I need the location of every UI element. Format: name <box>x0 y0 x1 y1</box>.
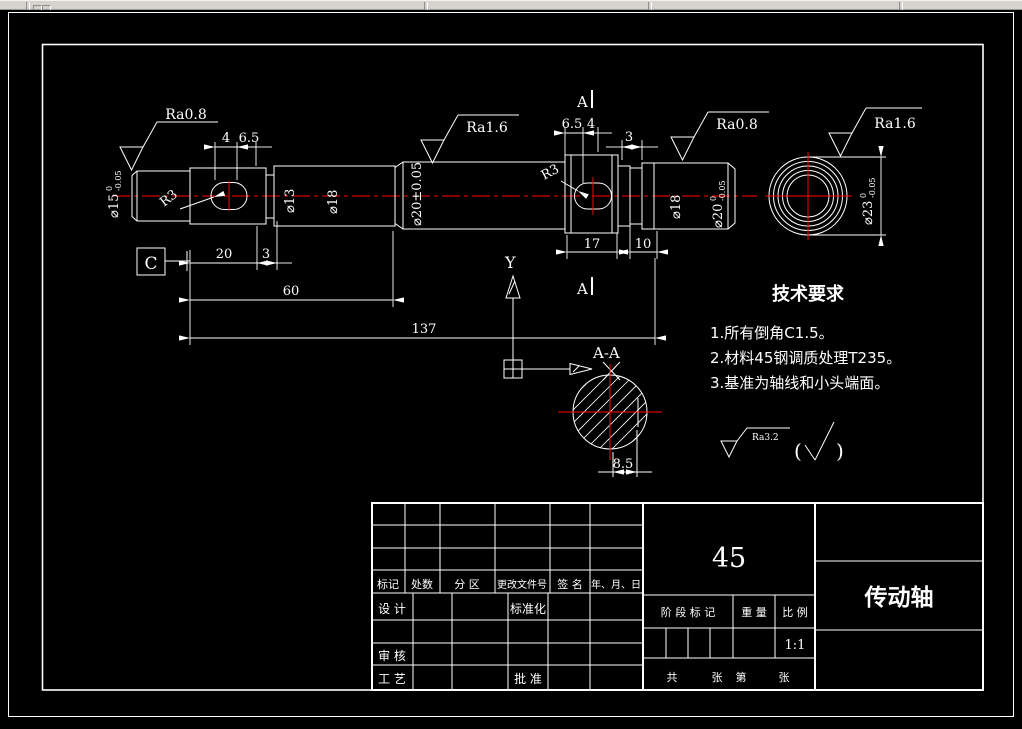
dim-3: 3 <box>262 247 270 262</box>
header-zone: 分 区 <box>454 578 480 591</box>
title-block: 标记 处数 分 区 更改文件号 签 名 年、月、日 设 计 标准化 审 核 工 … <box>371 502 984 691</box>
dim-3-neck: 3 <box>625 130 633 145</box>
roughness-symbol-right: Ra0.8 <box>670 111 769 162</box>
roughness-label: Ra0.8 <box>716 117 757 133</box>
shaft-front-view <box>112 154 757 234</box>
header-doc-no: 更改文件号 <box>497 578 547 591</box>
ucs-y-axis-label: Y <box>504 253 516 272</box>
role-standardize: 标准化 <box>510 602 546 616</box>
stage-mark-label: 阶 段 标 记 <box>661 605 716 619</box>
r3-leader-left: R3 <box>157 187 226 210</box>
toolbar-button-edge <box>42 5 51 12</box>
technical-requirements: 技术要求 1.所有倒角C1.5。 2.材料45钢调质处理T235。 3.基准为轴… <box>710 283 901 463</box>
toolbar-bottom-strip[interactable] <box>0 0 1022 12</box>
svg-text:0: 0 <box>859 193 868 198</box>
toolbar-button-edge <box>33 5 42 12</box>
dim-10: 10 <box>635 237 652 252</box>
role-design: 设 计 <box>378 602 406 616</box>
roughness-label: Ra1.6 <box>466 120 508 136</box>
header-count: 处数 <box>411 578 433 591</box>
scale-value: 1:1 <box>785 638 806 653</box>
dim-8.5: 8.5 <box>613 457 634 472</box>
svg-text:A: A <box>576 93 588 111</box>
toolbar-separator <box>424 2 428 10</box>
datum-c: C <box>136 247 190 276</box>
svg-text:(: ( <box>794 439 802 463</box>
part-name: 传动轴 <box>864 584 934 611</box>
dim-4: 4 <box>222 131 230 146</box>
tech-req-item: 3.基准为轴线和小头端面。 <box>710 374 889 392</box>
toolbar-separator <box>899 2 903 10</box>
section-mark-top: A <box>576 90 593 111</box>
svg-text:C: C <box>144 254 157 274</box>
toolbar-separator <box>26 2 30 10</box>
svg-text:A: A <box>576 280 588 298</box>
right-grid <box>815 560 983 631</box>
r3-leader-right: R3 <box>539 162 589 199</box>
weight-label: 重 量 <box>741 605 767 619</box>
tech-req-item: 1.所有倒角C1.5。 <box>710 324 834 342</box>
dim-60: 60 <box>283 284 300 299</box>
svg-text:-0.05: -0.05 <box>868 177 877 198</box>
svg-text:R3: R3 <box>157 187 180 210</box>
role-approve: 批 准 <box>514 671 542 686</box>
tech-req-title: 技术要求 <box>772 283 845 305</box>
tech-req-item: 2.材料45钢调质处理T235。 <box>710 349 901 367</box>
middle-grid <box>643 594 815 659</box>
sheet-unit: 张 <box>779 671 790 684</box>
dim-20: 20 <box>216 247 233 262</box>
sheet-total-label: 共 <box>667 671 678 684</box>
dim-6.5-right: 6.5 <box>562 117 583 132</box>
toolbar-separator <box>648 2 652 10</box>
section-mark-bottom: A <box>576 277 593 298</box>
header-signature: 签 名 <box>557 577 583 591</box>
dia18-right-label: ⌀18 <box>669 195 684 219</box>
dia20-mid-label: ⌀20±0.05 <box>410 162 425 226</box>
svg-text:): ) <box>836 439 844 463</box>
dimensions <box>179 127 668 345</box>
scale-label: 比 例 <box>782 605 808 619</box>
svg-text:-0.05: -0.05 <box>114 170 123 191</box>
dia15-label: ⌀15 0 -0.05 <box>105 170 123 218</box>
dia18-left-label: ⌀18 <box>326 190 341 214</box>
sheet-unit: 张 <box>712 671 723 684</box>
roughness-label-endview: Ra1.6 <box>874 116 916 132</box>
revision-table-grid <box>372 503 643 690</box>
dia23-label: ⌀23 0 -0.05 <box>859 177 877 225</box>
cad-drawing-canvas[interactable]: Ra0.8 Ra1.6 Ra0.8 A A <box>0 10 1022 729</box>
svg-text:0: 0 <box>709 196 718 201</box>
svg-text:R3: R3 <box>539 162 562 184</box>
svg-text:-0.05: -0.05 <box>718 180 727 201</box>
default-roughness-value: Ra3.2 <box>752 433 779 443</box>
ucs-icon: Y <box>503 253 593 379</box>
header-mark: 标记 <box>377 577 399 591</box>
svg-text:⌀23: ⌀23 <box>861 201 876 225</box>
role-process: 工 艺 <box>378 672 406 686</box>
dim-137: 137 <box>412 322 437 337</box>
roughness-label: Ra0.8 <box>165 107 206 123</box>
shaft-end-view: Ra1.6 ⌀23 0 -0.05 <box>765 107 922 246</box>
sheet-index-label: 第 <box>736 670 747 684</box>
section-view-a-a: A-A 8.5 <box>558 344 662 477</box>
paper-border <box>8 12 1014 717</box>
roughness-symbol-left: Ra0.8 <box>119 107 218 172</box>
dim-6.5: 6.5 <box>239 131 260 146</box>
header-date: 年、月、日 <box>591 578 641 591</box>
svg-text:0: 0 <box>105 186 114 191</box>
svg-text:⌀15: ⌀15 <box>107 194 122 218</box>
dia20-right-label: ⌀20 0 -0.05 <box>709 180 727 228</box>
role-check: 审 核 <box>378 648 406 663</box>
default-roughness-note: Ra3.2 ( ) <box>720 421 844 463</box>
roughness-symbol-mid: Ra1.6 <box>420 114 519 165</box>
dim-4-right: 4 <box>587 117 595 132</box>
dia13-label: ⌀13 <box>283 189 298 213</box>
material-value: 45 <box>712 543 746 574</box>
svg-text:⌀20: ⌀20 <box>711 204 726 228</box>
section-view-label: A-A <box>592 344 620 362</box>
dim-17: 17 <box>584 237 601 252</box>
